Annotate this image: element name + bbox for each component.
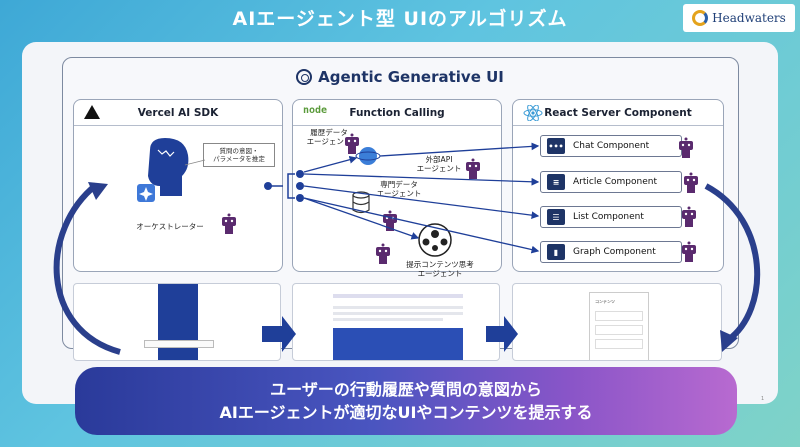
history-agent-line-2: エージェント [306,137,352,147]
orchestrator-connector [264,170,304,202]
flow-arrows [303,142,540,254]
left-curved-arrow [53,182,121,355]
function-column: node Function Calling [292,99,502,272]
thumb2-line-1 [333,294,463,298]
banner-line-2: AIエージェントが適切なUIやコンテンツを提示する [219,403,593,422]
react-column-header: React Server Component [513,100,723,126]
vercel-column-header: Vercel AI SDK [74,100,282,126]
thumb3-row-2 [595,325,643,335]
external-agent-line-1: 外部API [425,155,453,164]
list-component-box: ☰ List Component [540,206,682,228]
intent-bubble: 質問の意図・ パラメータを推定 [203,143,275,167]
right-curved-arrow [704,183,761,343]
page-number: 1 [761,396,765,402]
content-agent-label: 提示コンテンツ思考 エージェント [395,260,485,279]
bubble-line-2: パラメータを推定 [213,155,265,163]
brain-head-icon [137,138,189,202]
summary-banner: ユーザーの行動履歴や質問の意図から AIエージェントが適切なUIやコンテンツを提… [75,367,737,435]
brainstorm-icon [418,223,452,257]
robot-icon [345,133,359,154]
cosmos-db-icon [355,147,381,165]
database-icon [352,191,370,214]
article-icon: ≡ [547,174,565,190]
thumb1-input [144,340,214,348]
right-curved-arrowhead [720,330,738,352]
robot-icon [682,206,696,227]
thumb2-line-3 [333,312,463,315]
history-agent-line-1: 履歴データ [310,128,348,137]
external-agent-label: 外部API エージェント [410,155,468,174]
graph-icon: ▮ [547,244,565,260]
robot-icon [684,172,698,193]
chat-icon: ••• [547,138,565,154]
robot-icon [466,158,480,179]
screenshot-thumbnail-2 [292,283,500,361]
at-icon [296,69,313,85]
thumb2-autogen-card [333,328,463,360]
orchestrator-label: オーケストレーター [136,222,204,231]
left-curved-arrowhead [88,182,108,200]
content-agent-line-1: 提示コンテンツ思考 [406,260,474,269]
chat-component-label: Chat Component [573,141,650,151]
robot-icons [222,133,698,264]
list-component-label: List Component [573,212,644,222]
external-agent-line-2: エージェント [416,164,462,174]
slide-title: AIエージェント型 UIのアルゴリズム [232,8,568,30]
thumb2-line-2 [333,306,463,309]
article-component-box: ≡ Article Component [540,171,682,193]
special-agent-line-2: エージェント [376,189,422,199]
thumb3-card: コンテンツ [589,292,649,360]
nodejs-logo-icon: node [303,105,328,116]
diagram-heading: Agentic Generative UI [230,65,570,89]
block-arrow-1 [262,316,296,352]
vercel-logo-icon [84,105,100,119]
list-icon: ☰ [547,209,565,225]
thumb3-caption: コンテンツ [595,299,615,304]
thumb3-row-3 [595,339,643,349]
thumb2-line-4 [333,318,443,321]
thumb3-row-1 [595,311,643,321]
screenshot-thumbnail-3: コンテンツ [512,283,722,361]
content-agent-line-2: エージェント [417,269,463,279]
history-agent-label: 履歴データ エージェント [298,128,360,147]
bubble-pointer [184,159,206,166]
robot-icon [376,243,390,264]
robot-icon [682,241,696,262]
robot-icon [679,137,693,158]
block-arrow-2 [486,316,518,352]
react-logo-icon [523,105,543,121]
article-component-label: Article Component [573,177,657,187]
special-agent-label: 専門データ エージェント [368,180,430,199]
headwaters-logo-icon [692,10,709,26]
graph-component-box: ▮ Graph Component [540,241,682,263]
graph-component-label: Graph Component [573,247,656,257]
logo-text: Headwaters [712,11,786,25]
function-column-label: Function Calling [349,106,445,119]
vercel-column-label: Vercel AI SDK [137,106,219,119]
function-column-header: node Function Calling [293,100,501,126]
heading-text: Agentic Generative UI [318,68,504,86]
robot-icon [222,213,236,234]
company-logo: Headwaters [683,4,795,32]
special-agent-line-1: 専門データ [380,180,418,189]
banner-line-1: ユーザーの行動履歴や質問の意図から [270,379,542,399]
bubble-line-1: 質問の意図・ [219,146,259,155]
react-column-label: React Server Component [544,106,692,119]
